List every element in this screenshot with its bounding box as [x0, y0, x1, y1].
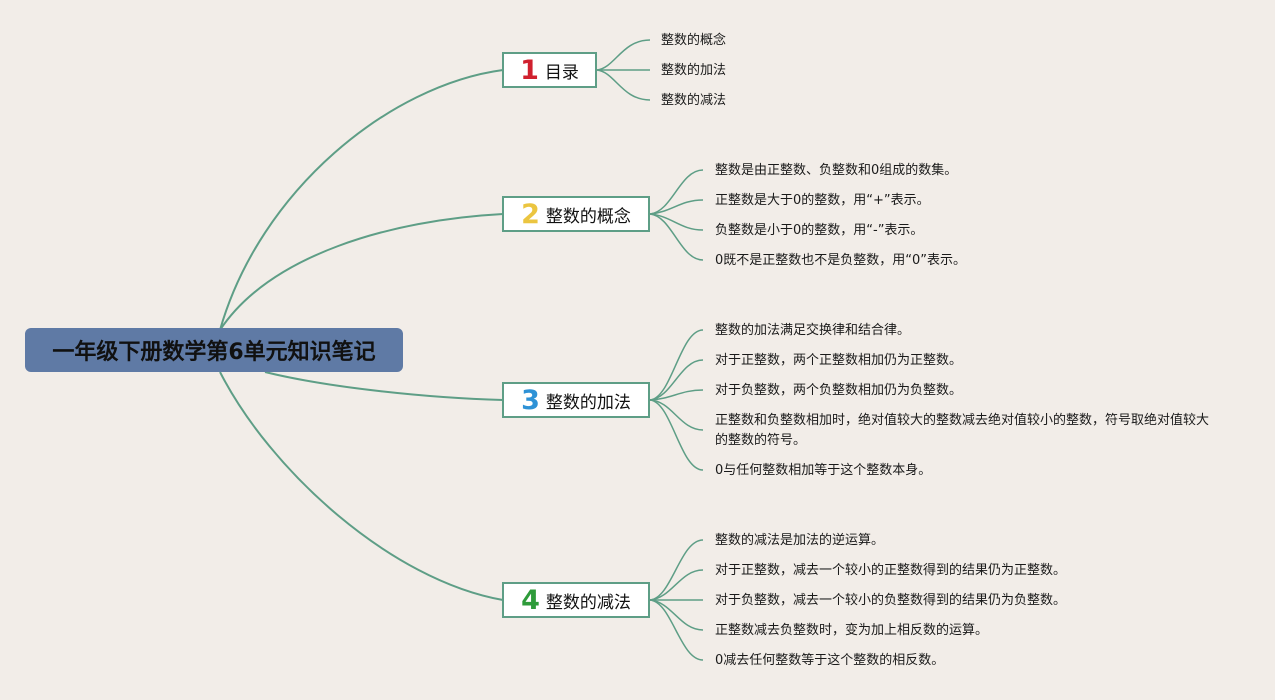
- connector-b3-leaf-5: [649, 399, 704, 471]
- connector-b3-leaf-4: [649, 399, 704, 431]
- connector-root-to-branch-1: [219, 69, 504, 331]
- connector-b3-leaf-1: [649, 329, 704, 401]
- leaf-item[interactable]: 对于负整数，两个负整数相加仍为负整数。: [715, 383, 963, 398]
- leaf-item[interactable]: 整数的概念: [661, 33, 727, 48]
- branch-label: 整数的减法: [545, 592, 631, 613]
- number-3-icon: 3: [521, 384, 540, 416]
- connector-b3-leaf-3: [649, 389, 704, 401]
- leaf-item[interactable]: 0减去任何整数等于这个整数的相反数。: [715, 653, 945, 668]
- leaf-item[interactable]: 整数的减法是加法的逆运算。: [715, 533, 885, 548]
- connector-b4-leaf-2: [649, 569, 704, 601]
- branch-label: 整数的概念: [545, 206, 631, 227]
- leaf-item[interactable]: 正整数是大于0的整数，用“+”表示。: [715, 193, 930, 208]
- branch-label: 目录: [544, 62, 579, 83]
- leaf-item[interactable]: 对于正整数，减去一个较小的正整数得到的结果仍为正整数。: [715, 563, 1067, 578]
- connector-root-to-branch-4: [219, 371, 504, 601]
- leaf-item[interactable]: 正整数和负整数相加时，绝对值较大的整数减去绝对值较小的整数，符号取绝对值较大的整…: [715, 413, 1210, 448]
- connector-b3-leaf-2: [649, 359, 704, 401]
- connector-b2-leaf-1: [649, 169, 704, 215]
- leaf-item[interactable]: 整数的减法: [661, 93, 727, 108]
- leaf-item[interactable]: 0既不是正整数也不是负整数，用“0”表示。: [715, 253, 967, 268]
- leaf-item[interactable]: 对于正整数，两个正整数相加仍为正整数。: [715, 353, 963, 368]
- number-2-icon: 2: [521, 198, 540, 230]
- leaf-item[interactable]: 0与任何整数相加等于这个整数本身。: [715, 463, 932, 478]
- connector-b2-leaf-4: [649, 213, 704, 261]
- branch-integer-addition[interactable]: 3 整数的加法: [502, 382, 650, 418]
- connector-root-to-branch-2: [219, 213, 504, 331]
- connector-b4-leaf-4: [649, 599, 704, 631]
- branch-integer-concept[interactable]: 2 整数的概念: [502, 196, 650, 232]
- branch-integer-subtraction[interactable]: 4 整数的减法: [502, 582, 650, 618]
- root-title: 一年级下册数学第6单元知识笔记: [52, 340, 376, 365]
- connector-b1-leaf-1: [596, 39, 651, 71]
- leaf-item[interactable]: 负整数是小于0的整数，用“-”表示。: [715, 223, 924, 238]
- leaf-item[interactable]: 正整数减去负整数时，变为加上相反数的运算。: [715, 623, 989, 638]
- branch-label: 整数的加法: [545, 392, 631, 413]
- connector-b1-leaf-3: [596, 69, 651, 101]
- root-topic[interactable]: 一年级下册数学第6单元知识笔记: [25, 328, 403, 372]
- connector-b4-leaf-5: [649, 599, 704, 661]
- number-1-icon: 1: [520, 54, 539, 86]
- connector-root-to-branch-3: [264, 371, 504, 401]
- number-4-icon: 4: [521, 584, 540, 616]
- leaf-item[interactable]: 整数的加法: [661, 63, 727, 78]
- connector-b4-leaf-1: [649, 539, 704, 601]
- connector-b2-leaf-2: [649, 199, 704, 215]
- leaf-item[interactable]: 整数是由正整数、负整数和0组成的数集。: [715, 163, 958, 178]
- leaf-item[interactable]: 对于负整数，减去一个较小的负整数得到的结果仍为负整数。: [715, 593, 1067, 608]
- leaf-item[interactable]: 整数的加法满足交换律和结合律。: [715, 323, 911, 338]
- branch-table-of-contents[interactable]: 1 目录: [502, 52, 597, 88]
